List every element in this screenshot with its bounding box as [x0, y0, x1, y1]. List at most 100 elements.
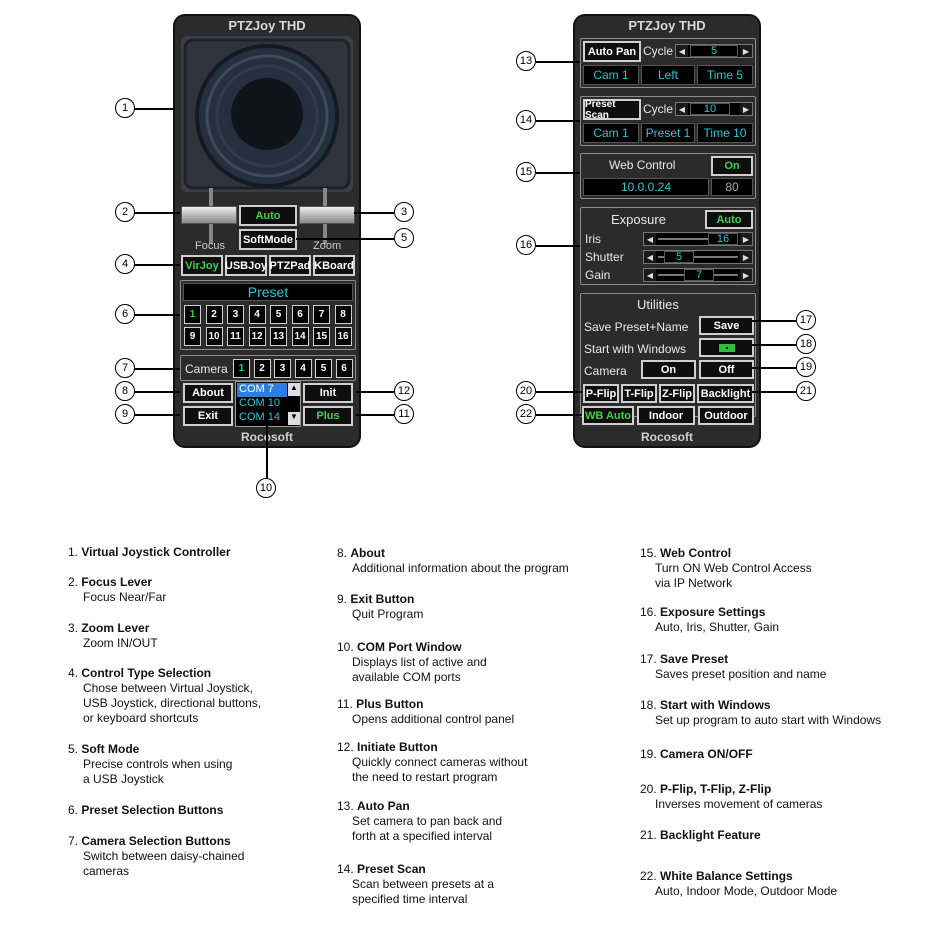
preset-button[interactable]: 2 — [205, 305, 223, 324]
camera-select-button[interactable]: 4 — [294, 359, 312, 378]
scroll-down-icon[interactable]: ▼ — [288, 412, 300, 425]
camera-select-button[interactable]: 3 — [274, 359, 291, 378]
callout-line — [536, 414, 582, 416]
preset-button[interactable]: 16 — [334, 327, 352, 346]
wb-auto-button[interactable]: WB Auto — [582, 406, 634, 425]
feature-title: 17. Save Preset — [640, 652, 729, 666]
arrow-left-icon[interactable]: ◀ — [644, 251, 656, 263]
presetscan-cycle-slider[interactable]: ◀ 10 ▶ — [675, 102, 753, 116]
camera-select-button[interactable]: 1 — [233, 359, 250, 378]
preset-button[interactable]: 5 — [270, 305, 287, 324]
web-control-ip[interactable]: 10.0.0.24 — [583, 178, 709, 196]
autopan-time[interactable]: Time 5 — [697, 65, 753, 85]
preset-button[interactable]: 15 — [313, 327, 330, 346]
arrow-right-icon[interactable]: ▶ — [740, 45, 752, 57]
autopan-cam[interactable]: Cam 1 — [583, 65, 639, 85]
preset-button[interactable]: 9 — [184, 327, 201, 346]
autopan-direction[interactable]: Left — [641, 65, 695, 85]
feature-detail: Chose between Virtual Joystick, — [83, 681, 253, 695]
gain-slider[interactable]: ◀ 7 ▶ — [643, 268, 753, 282]
softmode-button[interactable]: SoftMode — [239, 229, 297, 250]
callout-line — [752, 320, 796, 322]
camera-select-button[interactable]: 2 — [253, 359, 271, 378]
right-control-panel: PTZJoy THD Auto Pan Cycle ◀ 5 ▶ Cam 1 Le… — [573, 14, 761, 448]
virtual-joystick[interactable] — [181, 36, 353, 192]
control-type-virjoy[interactable]: VirJoy — [181, 255, 223, 276]
callout-20: 20 — [516, 381, 536, 401]
autopan-cycle-slider[interactable]: ◀ 5 ▶ — [675, 44, 753, 58]
presetscan-preset[interactable]: Preset 1 — [641, 123, 695, 143]
init-button[interactable]: Init — [303, 383, 353, 403]
preset-button[interactable]: 13 — [270, 327, 287, 346]
com-port-item[interactable]: COM 10 — [239, 397, 280, 409]
control-type-usbjoy[interactable]: USBJoy — [225, 255, 267, 276]
com-port-item[interactable]: COM 7 — [237, 383, 287, 397]
control-type-ptzpad[interactable]: PTZPad — [269, 255, 311, 276]
arrow-left-icon[interactable]: ◀ — [676, 103, 688, 115]
presetscan-time[interactable]: Time 10 — [697, 123, 753, 143]
presetscan-cam[interactable]: Cam 1 — [583, 123, 639, 143]
focus-label: Focus — [195, 240, 225, 252]
exit-button[interactable]: Exit — [183, 406, 233, 426]
com-port-item[interactable]: COM 14 — [239, 411, 280, 423]
preset-button[interactable]: 3 — [227, 305, 244, 324]
callout-line — [134, 368, 180, 370]
wb-indoor-button[interactable]: Indoor — [637, 406, 695, 425]
preset-button[interactable]: 7 — [313, 305, 330, 324]
preset-button[interactable]: 4 — [248, 305, 266, 324]
about-button[interactable]: About — [183, 383, 233, 403]
feature-detail: Auto, Iris, Shutter, Gain — [655, 620, 780, 634]
iris-slider[interactable]: ◀ 16 ▶ — [643, 232, 753, 246]
gain-label: Gain — [585, 268, 611, 282]
callout-9: 9 — [115, 404, 135, 424]
right-panel-footer: Rocosoft — [641, 430, 693, 444]
t-flip-button[interactable]: T-Flip — [621, 384, 657, 403]
com-port-list[interactable]: COM 7 COM 10 COM 14 ▲ ▼ — [235, 381, 301, 427]
presetscan-button[interactable]: Preset Scan — [583, 99, 641, 121]
zoom-lever[interactable] — [299, 206, 355, 224]
auto-button[interactable]: Auto — [239, 205, 297, 226]
preset-button[interactable]: 8 — [334, 305, 352, 324]
preset-button[interactable]: 10 — [205, 327, 223, 346]
feature-detail: a USB Joystick — [83, 772, 164, 786]
utilities-title: Utilities — [637, 297, 679, 312]
camera-on-button[interactable]: On — [641, 360, 696, 379]
p-flip-button[interactable]: P-Flip — [583, 384, 619, 403]
camera-select-button[interactable]: 6 — [335, 359, 353, 378]
preset-button[interactable]: 11 — [227, 327, 244, 346]
callout-14: 14 — [516, 110, 536, 130]
feature-detail: via IP Network — [655, 576, 733, 590]
arrow-left-icon[interactable]: ◀ — [644, 233, 656, 245]
web-control-port[interactable]: 80 — [711, 178, 753, 196]
camera-select-button[interactable]: 5 — [315, 359, 332, 378]
exposure-auto-button[interactable]: Auto — [705, 210, 753, 229]
camera-off-button[interactable]: Off — [699, 360, 754, 379]
preset-button[interactable]: 6 — [291, 305, 309, 324]
plus-button[interactable]: Plus — [303, 406, 353, 426]
start-windows-toggle[interactable] — [699, 338, 754, 357]
feature-detail: Opens additional control panel — [352, 712, 515, 726]
preset-button[interactable]: 12 — [248, 327, 266, 346]
arrow-right-icon[interactable]: ▶ — [740, 269, 752, 281]
wb-outdoor-button[interactable]: Outdoor — [698, 406, 754, 425]
preset-button[interactable]: 1 — [184, 305, 201, 324]
preset-button[interactable]: 14 — [291, 327, 309, 346]
arrow-left-icon[interactable]: ◀ — [644, 269, 656, 281]
web-control-group: Web Control On 10.0.0.24 80 — [580, 153, 756, 199]
arrow-right-icon[interactable]: ▶ — [740, 103, 752, 115]
web-control-toggle[interactable]: On — [711, 156, 753, 176]
control-type-kboard[interactable]: KBoard — [313, 255, 355, 276]
arrow-right-icon[interactable]: ▶ — [740, 251, 752, 263]
backlight-button[interactable]: Backlight — [697, 384, 754, 403]
save-button[interactable]: Save — [699, 316, 754, 335]
z-flip-button[interactable]: Z-Flip — [659, 384, 695, 403]
scroll-up-icon[interactable]: ▲ — [288, 383, 300, 396]
focus-lever[interactable] — [181, 206, 237, 224]
arrow-left-icon[interactable]: ◀ — [676, 45, 688, 57]
arrow-right-icon[interactable]: ▶ — [740, 233, 752, 245]
shutter-slider[interactable]: ◀ 5 ▶ — [643, 250, 753, 264]
autopan-button[interactable]: Auto Pan — [583, 41, 641, 62]
